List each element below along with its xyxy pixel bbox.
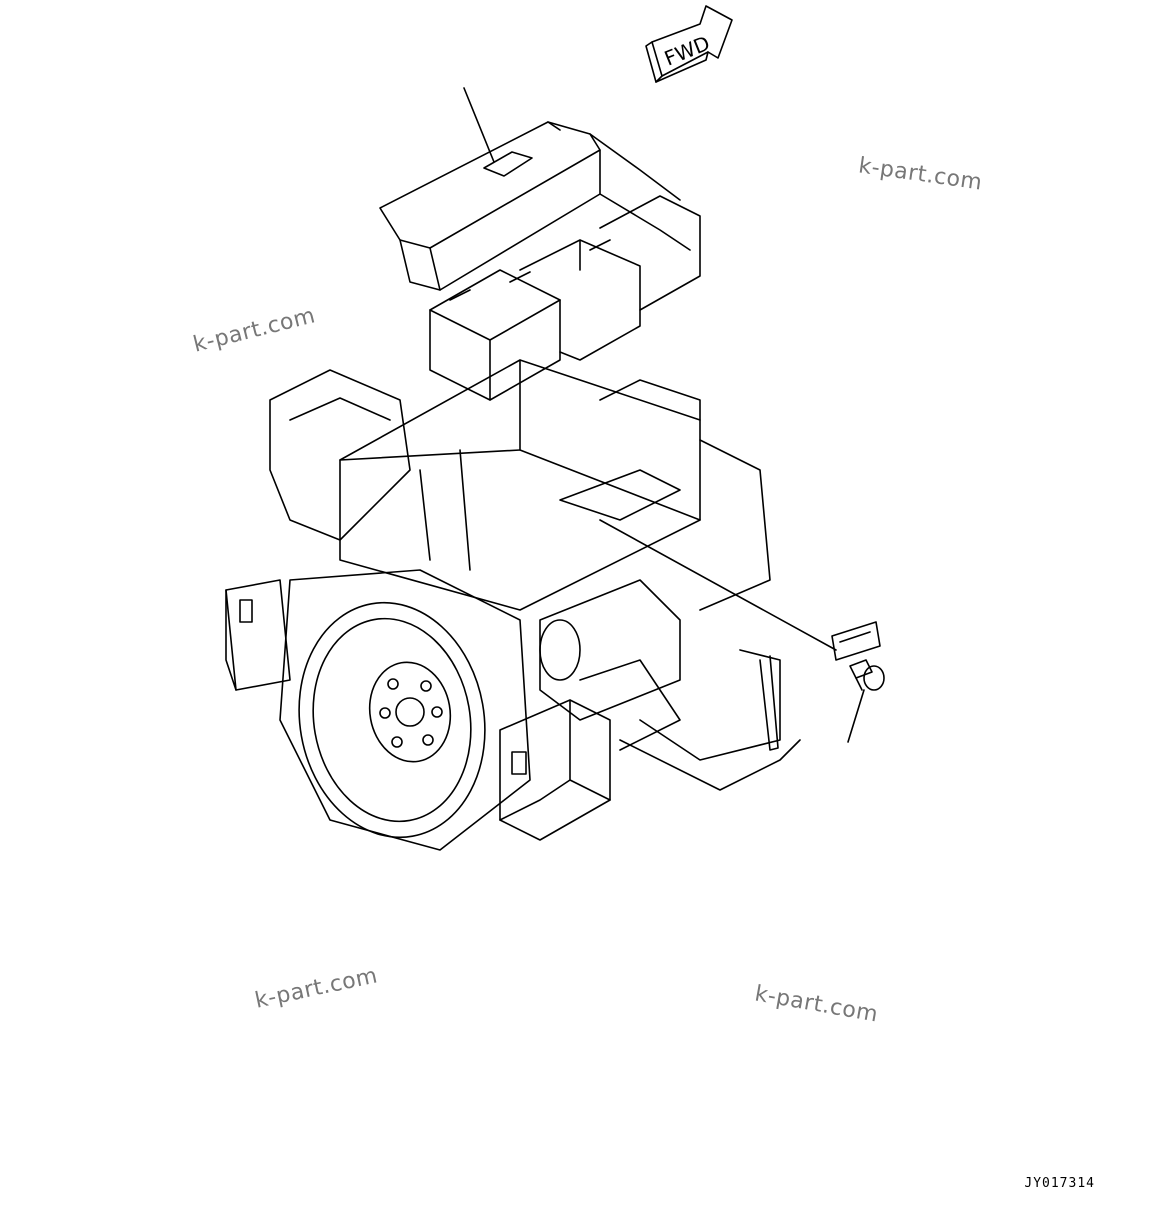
flywheel-housing xyxy=(279,569,531,851)
valve-cover-rail xyxy=(379,121,691,291)
drawing-code: JY017314 xyxy=(1024,1176,1095,1191)
timing-case xyxy=(269,369,411,541)
lower-frame xyxy=(619,649,801,791)
bracket-plate xyxy=(831,621,881,661)
cylinder-head-covers xyxy=(429,195,701,401)
engine-block xyxy=(339,359,771,611)
leader-line-lower-right xyxy=(847,689,865,743)
leader-line-bolt xyxy=(599,519,837,651)
fwd-arrow-icon xyxy=(645,5,733,83)
bolt-icon xyxy=(849,659,885,691)
leader-line-top xyxy=(463,87,495,163)
starter-motor xyxy=(539,579,681,751)
engine-mount-right xyxy=(499,699,611,841)
engine-mount-left xyxy=(225,579,291,691)
label-plate-top xyxy=(483,151,533,177)
